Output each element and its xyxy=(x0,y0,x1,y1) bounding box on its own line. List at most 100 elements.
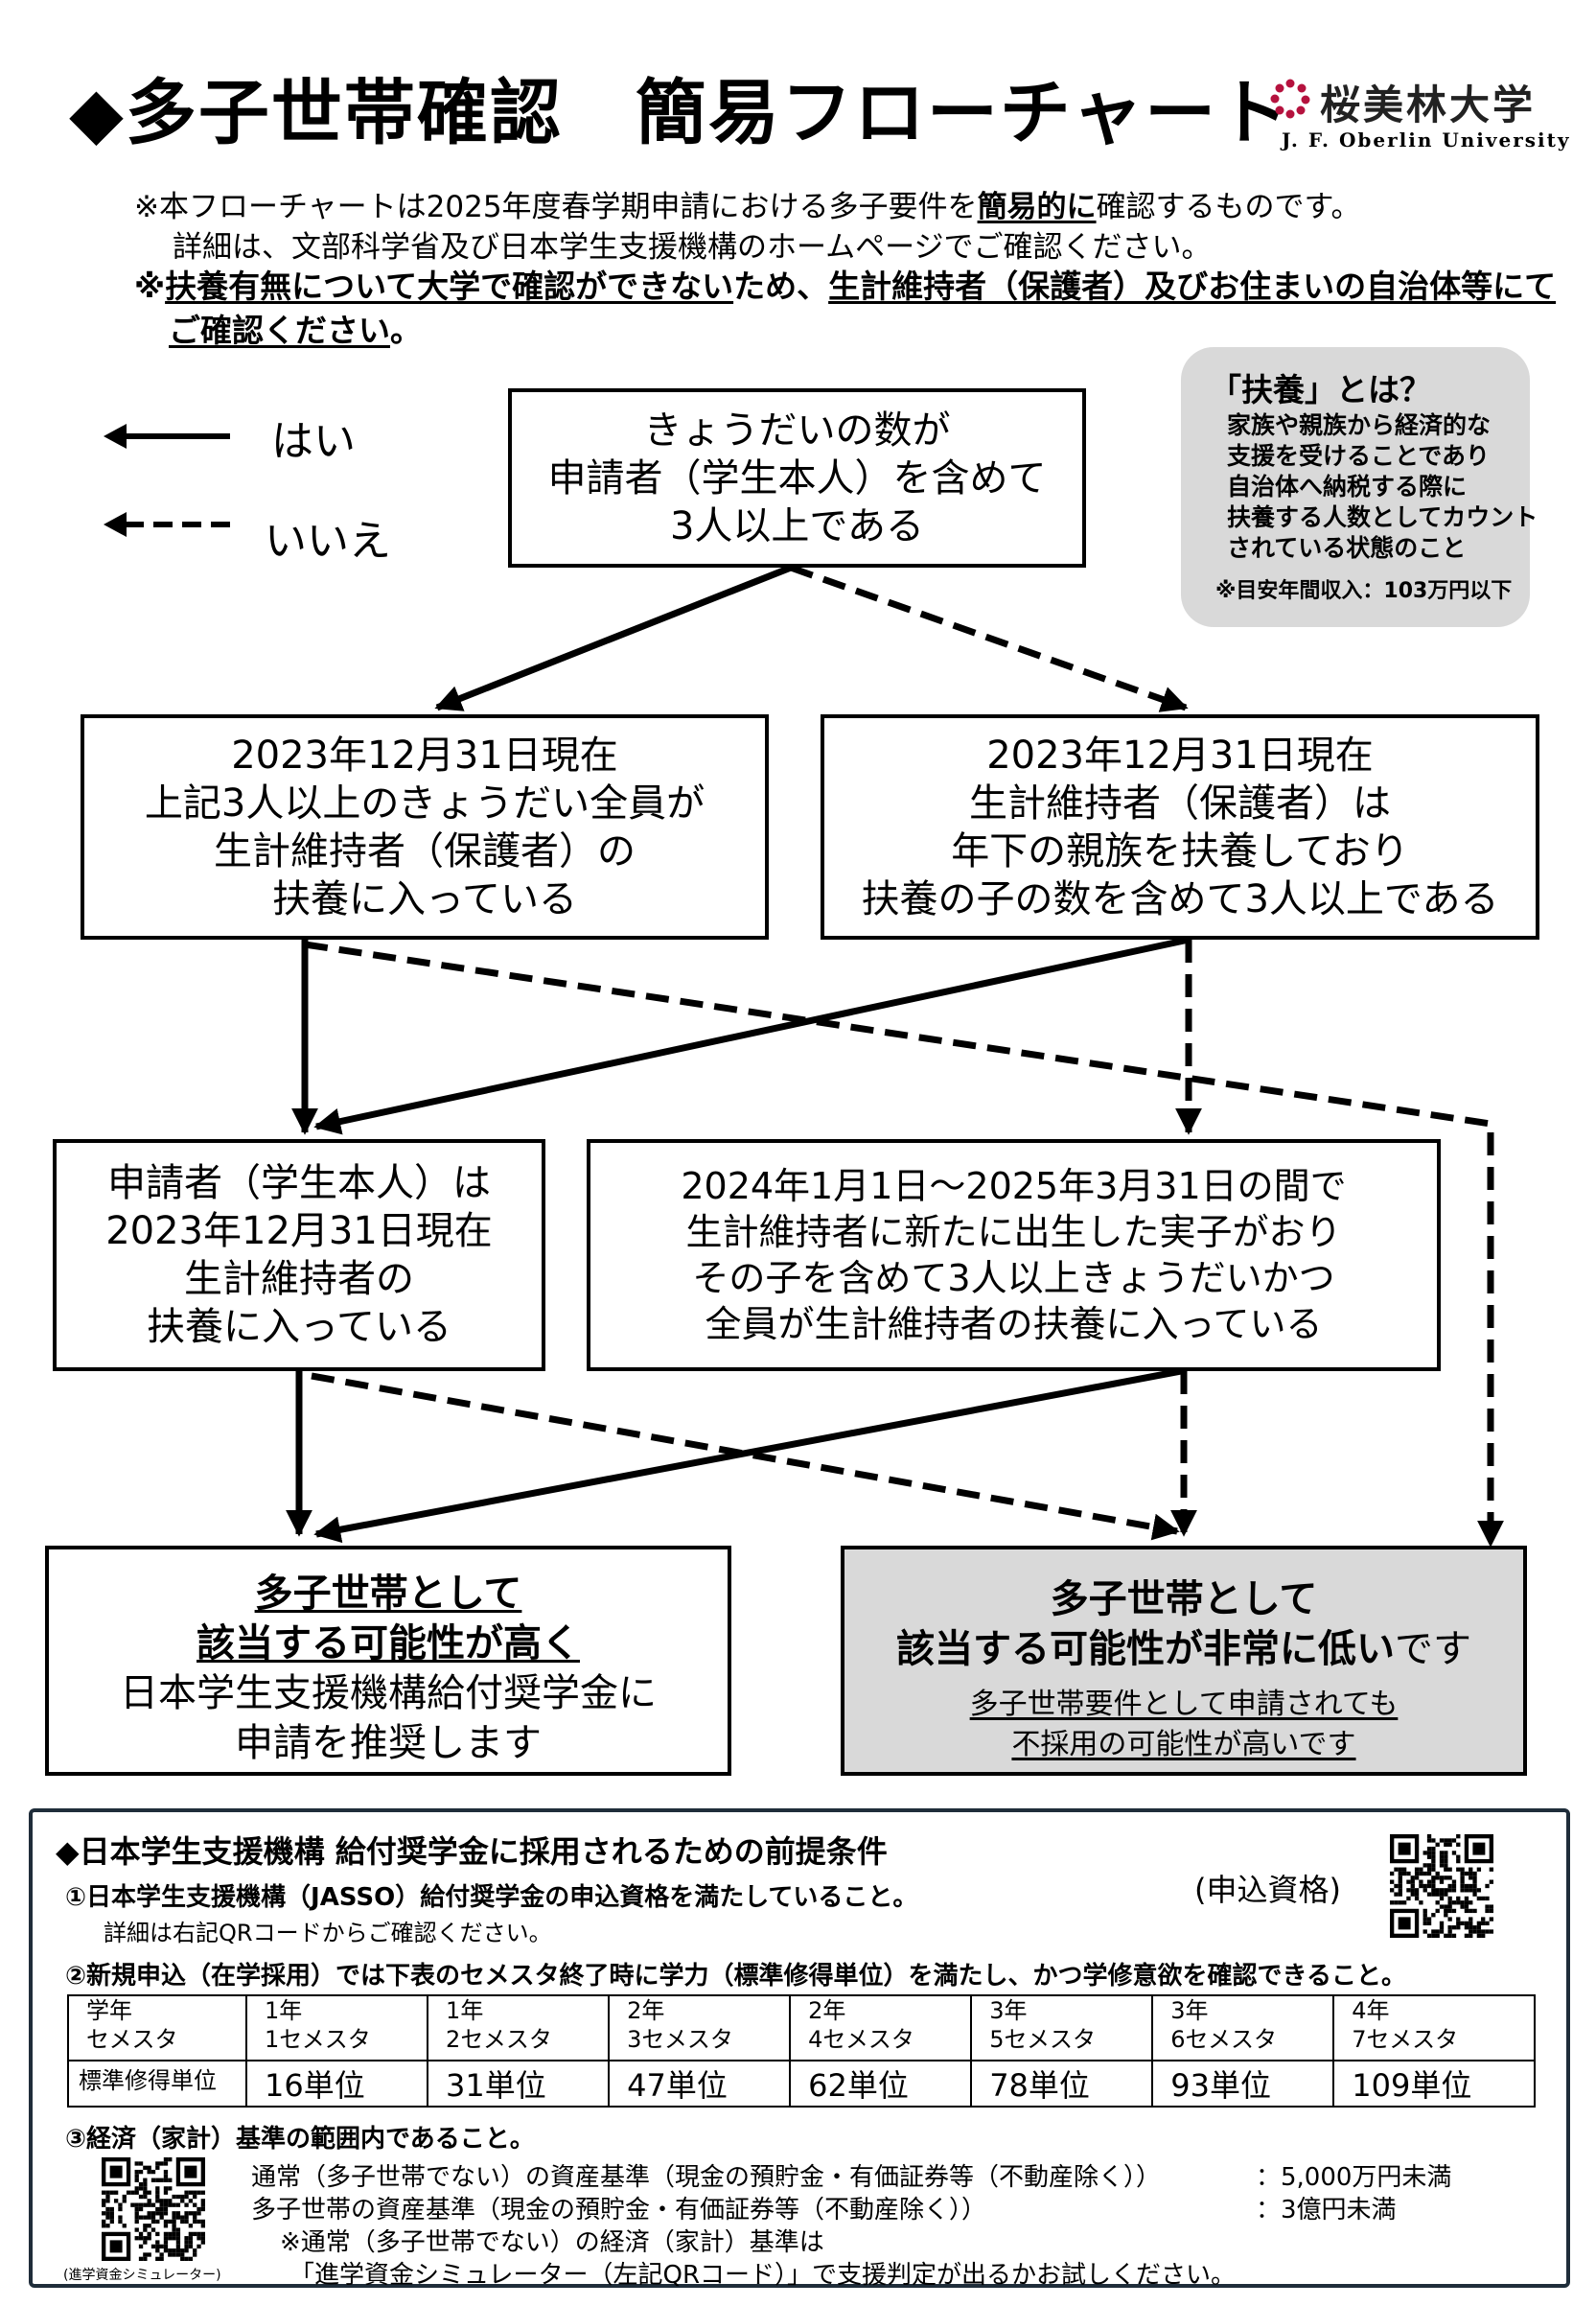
question-applicant-dependent: 申請者（学生本人）は 2023年12月31日現在 生計維持者の 扶養に入っている xyxy=(53,1139,545,1371)
asset-standard-normal: 通常（多子世帯でない）の資産基準（現金の預貯金・有価証券等（不動産除く）） xyxy=(251,2163,1162,2192)
qr-code-simulator-icon[interactable] xyxy=(102,2157,205,2261)
note-underlined: ご確認ください xyxy=(169,312,390,349)
question-line: 3人以上である xyxy=(669,503,925,548)
note-line-3: ※扶養有無について大学で確認ができないため、生計維持者（保護者）及びお住まいの自… xyxy=(134,261,1556,307)
result-heading-bold: 該当する可能性が非常に低い xyxy=(896,1627,1395,1671)
semester: 1セメスタ xyxy=(265,2026,371,2053)
result-likely-eligible: 多子世帯として 該当する可能性が高く 日本学生支援機構給付奨学金に 申請を推奨し… xyxy=(45,1546,731,1776)
definition-line: されている状態のこと xyxy=(1227,534,1467,562)
asset-standard-normal-value: ：5,000万円未満 xyxy=(1256,2163,1452,2192)
result-heading: 多子世帯として xyxy=(1050,1577,1318,1621)
legend-no-arrow-icon xyxy=(104,512,230,537)
question-line: 2023年12月31日現在 xyxy=(105,1209,493,1253)
note-text: ※本フローチャートは2025年度春学期申請における多子要件を xyxy=(134,190,978,224)
definition-line: 自治体へ納税する際に xyxy=(1227,473,1468,501)
note-text: 。 xyxy=(390,312,422,349)
qr-code-eligibility-icon[interactable] xyxy=(1390,1834,1493,1938)
asset-standard-multichild-value: ：3億円未満 xyxy=(1256,2196,1397,2224)
legend-yes-label: はい xyxy=(271,417,356,466)
credit-value: 78単位 xyxy=(970,2060,1154,2108)
question-line: 生計維持者の xyxy=(184,1257,414,1301)
semester: 5セメスタ xyxy=(989,2026,1096,2053)
year: 2年 xyxy=(627,1997,665,2024)
question-line: 扶養に入っている xyxy=(147,1305,451,1349)
result-heading-end: です xyxy=(1395,1627,1471,1671)
prerequisites-section xyxy=(29,1808,1570,2288)
question-line: 生計維持者（保護者）は xyxy=(969,780,1391,826)
question-line: 申請者（学生本人）を含めて xyxy=(547,455,1047,501)
asset-standard-multichild: 多子世帯の資産基準（現金の預貯金・有価証券等（不動産除く）） xyxy=(251,2196,987,2224)
arrow-q4-no xyxy=(311,1372,1180,1541)
year: 3年 xyxy=(989,1997,1028,2024)
question-line: 2023年12月31日現在 xyxy=(231,733,618,778)
legend-no-label: いいえ xyxy=(265,517,391,566)
result-text: 申請を推奨します xyxy=(235,1721,542,1765)
note-text: ため、 xyxy=(733,268,829,305)
semester: 4セメスタ xyxy=(808,2026,914,2053)
row-label: 標準修得単位 xyxy=(67,2060,247,2108)
note-underlined: 生計維持者（保護者）及びお住まいの自治体等にて xyxy=(828,268,1557,305)
arrow-q3-yes xyxy=(313,936,1190,1135)
fuyou-definition-box: 「扶養」とは？ 家族や親族から経済的な 支援を受けることであり 自治体へ納税する… xyxy=(1181,347,1538,627)
semester: 6セメスタ xyxy=(1170,2026,1278,2053)
table-row: 標準修得単位 16単位 31単位 47単位 62単位 78単位 93単位 109… xyxy=(67,2060,1536,2108)
arrow-q2-no xyxy=(304,941,1504,1548)
logo-english-name: J. F. Oberlin University xyxy=(1282,128,1571,151)
result-unlikely-eligible: 多子世帯として 該当する可能性が非常に低いです 多子世帯要件として申請されても … xyxy=(841,1546,1527,1776)
credit-value: 47単位 xyxy=(608,2060,792,2108)
question-line: 2024年1月1日～2025年3月31日の間で xyxy=(681,1165,1347,1207)
definition-income-note: ※目安年間収入：103万円以下 xyxy=(1215,579,1513,603)
logo-mark-icon xyxy=(1270,79,1310,119)
question-line: 年下の親族を扶養しており xyxy=(951,828,1409,873)
simulator-note-2: 「進学資金シミュレーター（左記QRコード）」で支援判定が出るかお試しください。 xyxy=(289,2261,1237,2290)
condition-1-note: 詳細は右記QRコードからご確認ください。 xyxy=(104,1920,552,1946)
definition-line: 支援を受けることであり xyxy=(1227,442,1491,470)
result-heading: 多子世帯として xyxy=(254,1572,522,1616)
condition-1: ①日本学生支援機構（JASSO）給付奨学金の申込資格を満たしていること。 xyxy=(65,1883,918,1912)
question-line: 全員が生計維持者の扶養に入っている xyxy=(705,1303,1323,1345)
semester: 2セメスタ xyxy=(446,2026,552,2053)
year: 2年 xyxy=(808,1997,846,2024)
result-heading: 該当する可能性が高く xyxy=(197,1621,580,1665)
credit-value: 109単位 xyxy=(1332,2060,1536,2108)
logo-name: 桜美林大学 xyxy=(1320,82,1537,128)
result-warning: 多子世帯要件として申請されても xyxy=(969,1688,1399,1721)
question-siblings-count: きょうだいの数が 申請者（学生本人）を含めて 3人以上である xyxy=(508,388,1086,568)
result-heading-line: 該当する可能性が非常に低いです xyxy=(844,1624,1523,1674)
note-text: 確認するものです。 xyxy=(1096,190,1361,224)
note-emphasis: 簡易的に xyxy=(977,190,1097,224)
condition-2: ②新規申込（在学採用）では下表のセメスタ終了時に学力（標準修得単位）を満たし、か… xyxy=(65,1962,1406,1991)
page-title: ◆多子世帯確認 簡易フローチャート xyxy=(69,72,1291,154)
university-logo: 桜美林大学 J. F. Oberlin University xyxy=(1270,67,1569,153)
table-cell: 学年セメスタ xyxy=(67,1994,247,2061)
note-line-1: ※本フローチャートは2025年度春学期申請における多子要件を簡易的に確認するもの… xyxy=(134,182,1360,225)
question-line: 扶養に入っている xyxy=(272,876,577,921)
simulator-note-1: ※通常（多子世帯でない）の経済（家計）基準は xyxy=(280,2228,824,2257)
year: 4年 xyxy=(1352,1997,1390,2024)
arrow-q1-yes xyxy=(434,564,793,711)
question-line: その子を含めて3人以上きょうだいかつ xyxy=(692,1257,1335,1299)
note-underlined: 扶養有無について大学で確認ができない xyxy=(165,268,734,305)
year: 1年 xyxy=(265,1997,303,2024)
year: 3年 xyxy=(1170,1997,1209,2024)
result-text: 日本学生支援機構給付奨学金に xyxy=(120,1671,657,1715)
note-line-2: 詳細は、文部科学省及び日本学生支援機構のホームページでご確認ください。 xyxy=(173,230,1212,265)
question-line: 申請者（学生本人）は xyxy=(107,1161,491,1205)
qr-eligibility-label: (申込資格) xyxy=(1194,1872,1341,1908)
question-new-child-born: 2024年1月1日～2025年3月31日の間で 生計維持者に新たに出生した実子が… xyxy=(587,1139,1441,1371)
question-all-siblings-dependents: 2023年12月31日現在 上記3人以上のきょうだい全員が 生計維持者（保護者）… xyxy=(81,714,769,940)
credit-value: 31単位 xyxy=(427,2060,611,2108)
arrow-q5-yes xyxy=(313,1367,1182,1544)
result-warning: 不採用の可能性が高いです xyxy=(1011,1728,1356,1761)
definition-line: 扶養する人数としてカウント xyxy=(1227,503,1538,531)
year: 1年 xyxy=(446,1997,484,2024)
definition-line: 家族や親族から経済的な xyxy=(1227,411,1492,439)
